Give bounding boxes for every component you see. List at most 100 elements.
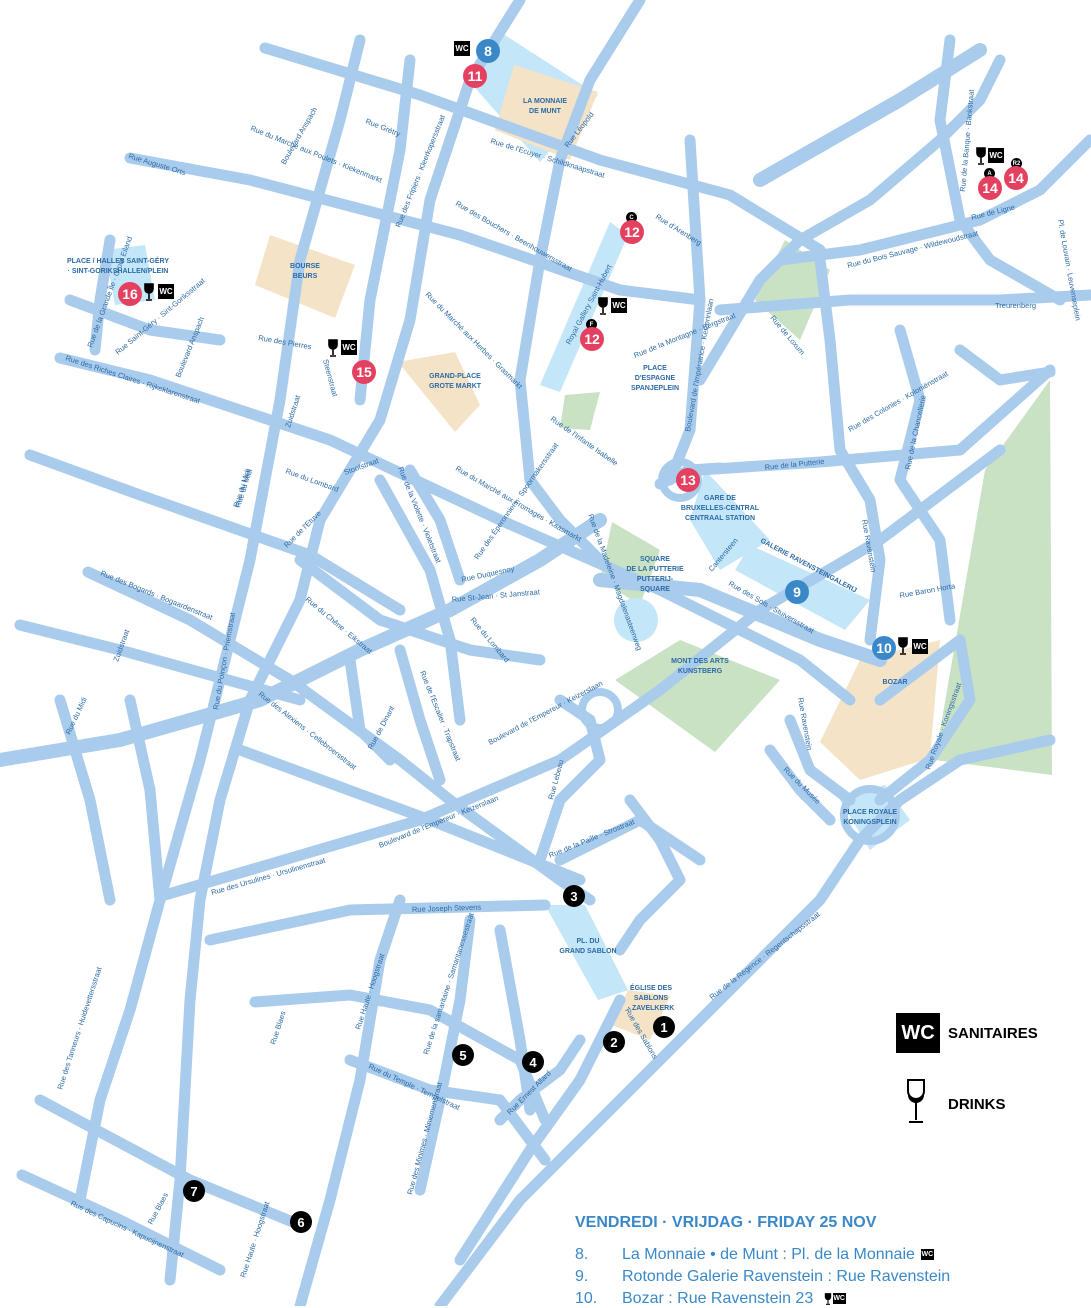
label-sablons-3: · ZAVELKERK — [628, 1005, 675, 1012]
label-saint-gery-1: PLACE / HALLES SAINT-GÉRY — [67, 256, 169, 265]
street-label: Rue des Bogards · Bogaardenstraat — [99, 569, 215, 623]
street-label: Pl. de Louvain · Leuvenseplein — [1056, 219, 1083, 322]
street-label: Treurenberg — [995, 301, 1036, 310]
schedule-title: VENDREDI · VRIJDAG · FRIDAY 25 NOV — [575, 1214, 877, 1231]
schedule-item-text: Bozar : Rue Ravenstein 23 — [622, 1290, 814, 1307]
building-bourse — [255, 235, 355, 318]
label-saint-gery-2: · SINT-GORIKSHALLEN/PLEIN — [68, 268, 169, 275]
square-grand-sablon — [545, 905, 628, 1000]
street-label: Rue du Poinçon · Priemstraat — [211, 611, 237, 710]
park-royal — [935, 380, 1052, 775]
wc-icon: WC — [920, 1249, 934, 1261]
label-sablons-2: SABLONS — [634, 995, 669, 1002]
label-espagne-2: D'ESPAGNE — [635, 375, 676, 382]
street-label: Boulevard Anspach — [174, 315, 207, 378]
wine-glass-icon — [976, 147, 986, 165]
marker-14[interactable]: 14 — [1004, 166, 1028, 190]
label-putterie-2: DE LA PUTTERIE — [626, 566, 684, 573]
sub-marker-c: C — [626, 212, 637, 223]
wc-icon: WC — [158, 284, 174, 299]
park-mont-des-arts — [615, 640, 780, 752]
schedule-item-8[interactable]: 8.La Monnaie • de Munt : Pl. de la Monna… — [575, 1246, 934, 1264]
wine-glass-icon — [144, 283, 154, 301]
marker-5[interactable]: 5 — [452, 1044, 474, 1066]
label-putterie-3: PUTTERIJ- — [637, 576, 674, 583]
marker-15[interactable]: 15 — [352, 360, 376, 384]
wc-icon: WC — [988, 148, 1004, 163]
marker-11[interactable]: 11 — [463, 64, 487, 88]
marker-13[interactable]: 13 — [676, 468, 700, 492]
schedule-item-text: La Monnaie • de Munt : Pl. de la Monnaie — [622, 1246, 915, 1263]
wc-icon: WC — [832, 1293, 846, 1305]
wine-glass-icon — [598, 297, 608, 315]
street-label: Rue des Colonies · Koloniënstraat — [847, 369, 951, 434]
label-monnaie-1: LA MONNAIE — [523, 98, 567, 105]
schedule-item-number: 10. — [575, 1290, 598, 1307]
marker-4[interactable]: 4 — [522, 1051, 544, 1073]
street-label: Rue des Capucins · Kapucijnenstraat — [69, 1199, 186, 1260]
wine-glass-icon — [898, 637, 908, 655]
marker-14[interactable]: 14 — [978, 176, 1002, 200]
label-gare-2: BRUXELLES-CENTRAL — [681, 505, 760, 512]
label-putterie-4: SQUARE — [640, 586, 670, 593]
marker-3[interactable]: 3 — [563, 885, 585, 907]
marker-10[interactable]: 10 — [872, 636, 896, 660]
marker-6[interactable]: 6 — [290, 1211, 312, 1233]
marker-12[interactable]: 12 — [620, 220, 644, 244]
label-espagne-1: PLACE — [643, 365, 667, 372]
label-place-royale-2: KONINGSPLEIN — [843, 819, 896, 826]
schedule-item-9[interactable]: 9. Rotonde Galerie Ravenstein : Rue Raven… — [575, 1268, 950, 1286]
label-sablon-1: PL. DU — [577, 938, 600, 945]
street-label: Steenstraat — [321, 358, 340, 398]
marker-9[interactable]: 9 — [785, 580, 809, 604]
park-espagne — [560, 392, 600, 430]
label-grand-place-1: GRAND-PLACE — [429, 373, 481, 380]
roundabout-place-royale — [840, 785, 900, 845]
label-putterie-1: SQUARE — [640, 556, 670, 563]
marker-7[interactable]: 7 — [183, 1180, 205, 1202]
legend-sanitaires: SANITAIRES — [948, 1025, 1038, 1042]
legend-wc-icon: WC — [896, 1013, 940, 1053]
wc-icon: WC — [912, 639, 928, 654]
marker-2[interactable]: 2 — [603, 1031, 625, 1053]
sub-marker-r2: R2 — [1011, 158, 1022, 169]
label-sablons-1: ÉGLISE DES — [630, 983, 672, 992]
street-label: Rue Grétry — [364, 117, 402, 139]
sub-marker-f: F — [586, 319, 597, 330]
gallery-saint-hubert — [540, 222, 628, 392]
label-bozar: BOZAR — [883, 679, 908, 686]
schedule-item-text: Rotonde Galerie Ravenstein : Rue Ravenst… — [622, 1268, 951, 1285]
street-label: Rue de la Banque · Bankstraat — [958, 88, 976, 192]
wc-icon: WC — [454, 41, 470, 56]
label-bourse-1: BOURSE — [290, 263, 320, 270]
marker-12[interactable]: 12 — [580, 327, 604, 351]
schedule-item-number: 9. — [575, 1268, 589, 1285]
street-label: Rue Blaes — [146, 1191, 170, 1226]
wine-glass-icon — [328, 339, 338, 357]
label-monnaie-2: DE MUNT — [529, 108, 562, 115]
wc-icon: WC — [341, 340, 357, 355]
label-sablon-2: GRAND SABLON — [559, 948, 616, 955]
marker-1[interactable]: 1 — [653, 1016, 675, 1038]
schedule-item-10[interactable]: 10. Bozar : Rue Ravenstein 23 WC — [575, 1290, 846, 1308]
street-label: Rue des Tanneurs · Huidevettersstraat — [55, 965, 103, 1091]
place-labels: LA MONNAIE DE MUNT BOURSE BEURS GRAND-PL… — [67, 98, 907, 1012]
squares — [105, 32, 910, 1000]
label-place-royale-1: PLACE ROYALE — [843, 809, 898, 816]
marker-16[interactable]: 16 — [118, 282, 142, 306]
sub-marker-a: A — [984, 168, 995, 179]
parks — [560, 240, 1052, 775]
marker-8[interactable]: 8 — [476, 39, 500, 63]
wine-glass-icon — [824, 1292, 831, 1305]
square-saint-gery — [105, 245, 155, 305]
street-label: Rue Blaes — [268, 1010, 287, 1046]
street-label: Rue Joseph Stevens — [412, 903, 482, 914]
square-putterie-round — [614, 598, 658, 642]
street-label: Rue de la Régence · Regentschapsstraat — [708, 909, 823, 1001]
legend-drinks: DRINKS — [948, 1096, 1006, 1113]
label-gare-3: CENTRAAL STATION — [685, 515, 755, 522]
legend-wine-glass-icon — [907, 1079, 925, 1123]
street-label: Rue de la Putterie — [764, 457, 825, 472]
street-label: Rue du Marché aux Poulets · Kiekenmarkt — [249, 124, 384, 185]
